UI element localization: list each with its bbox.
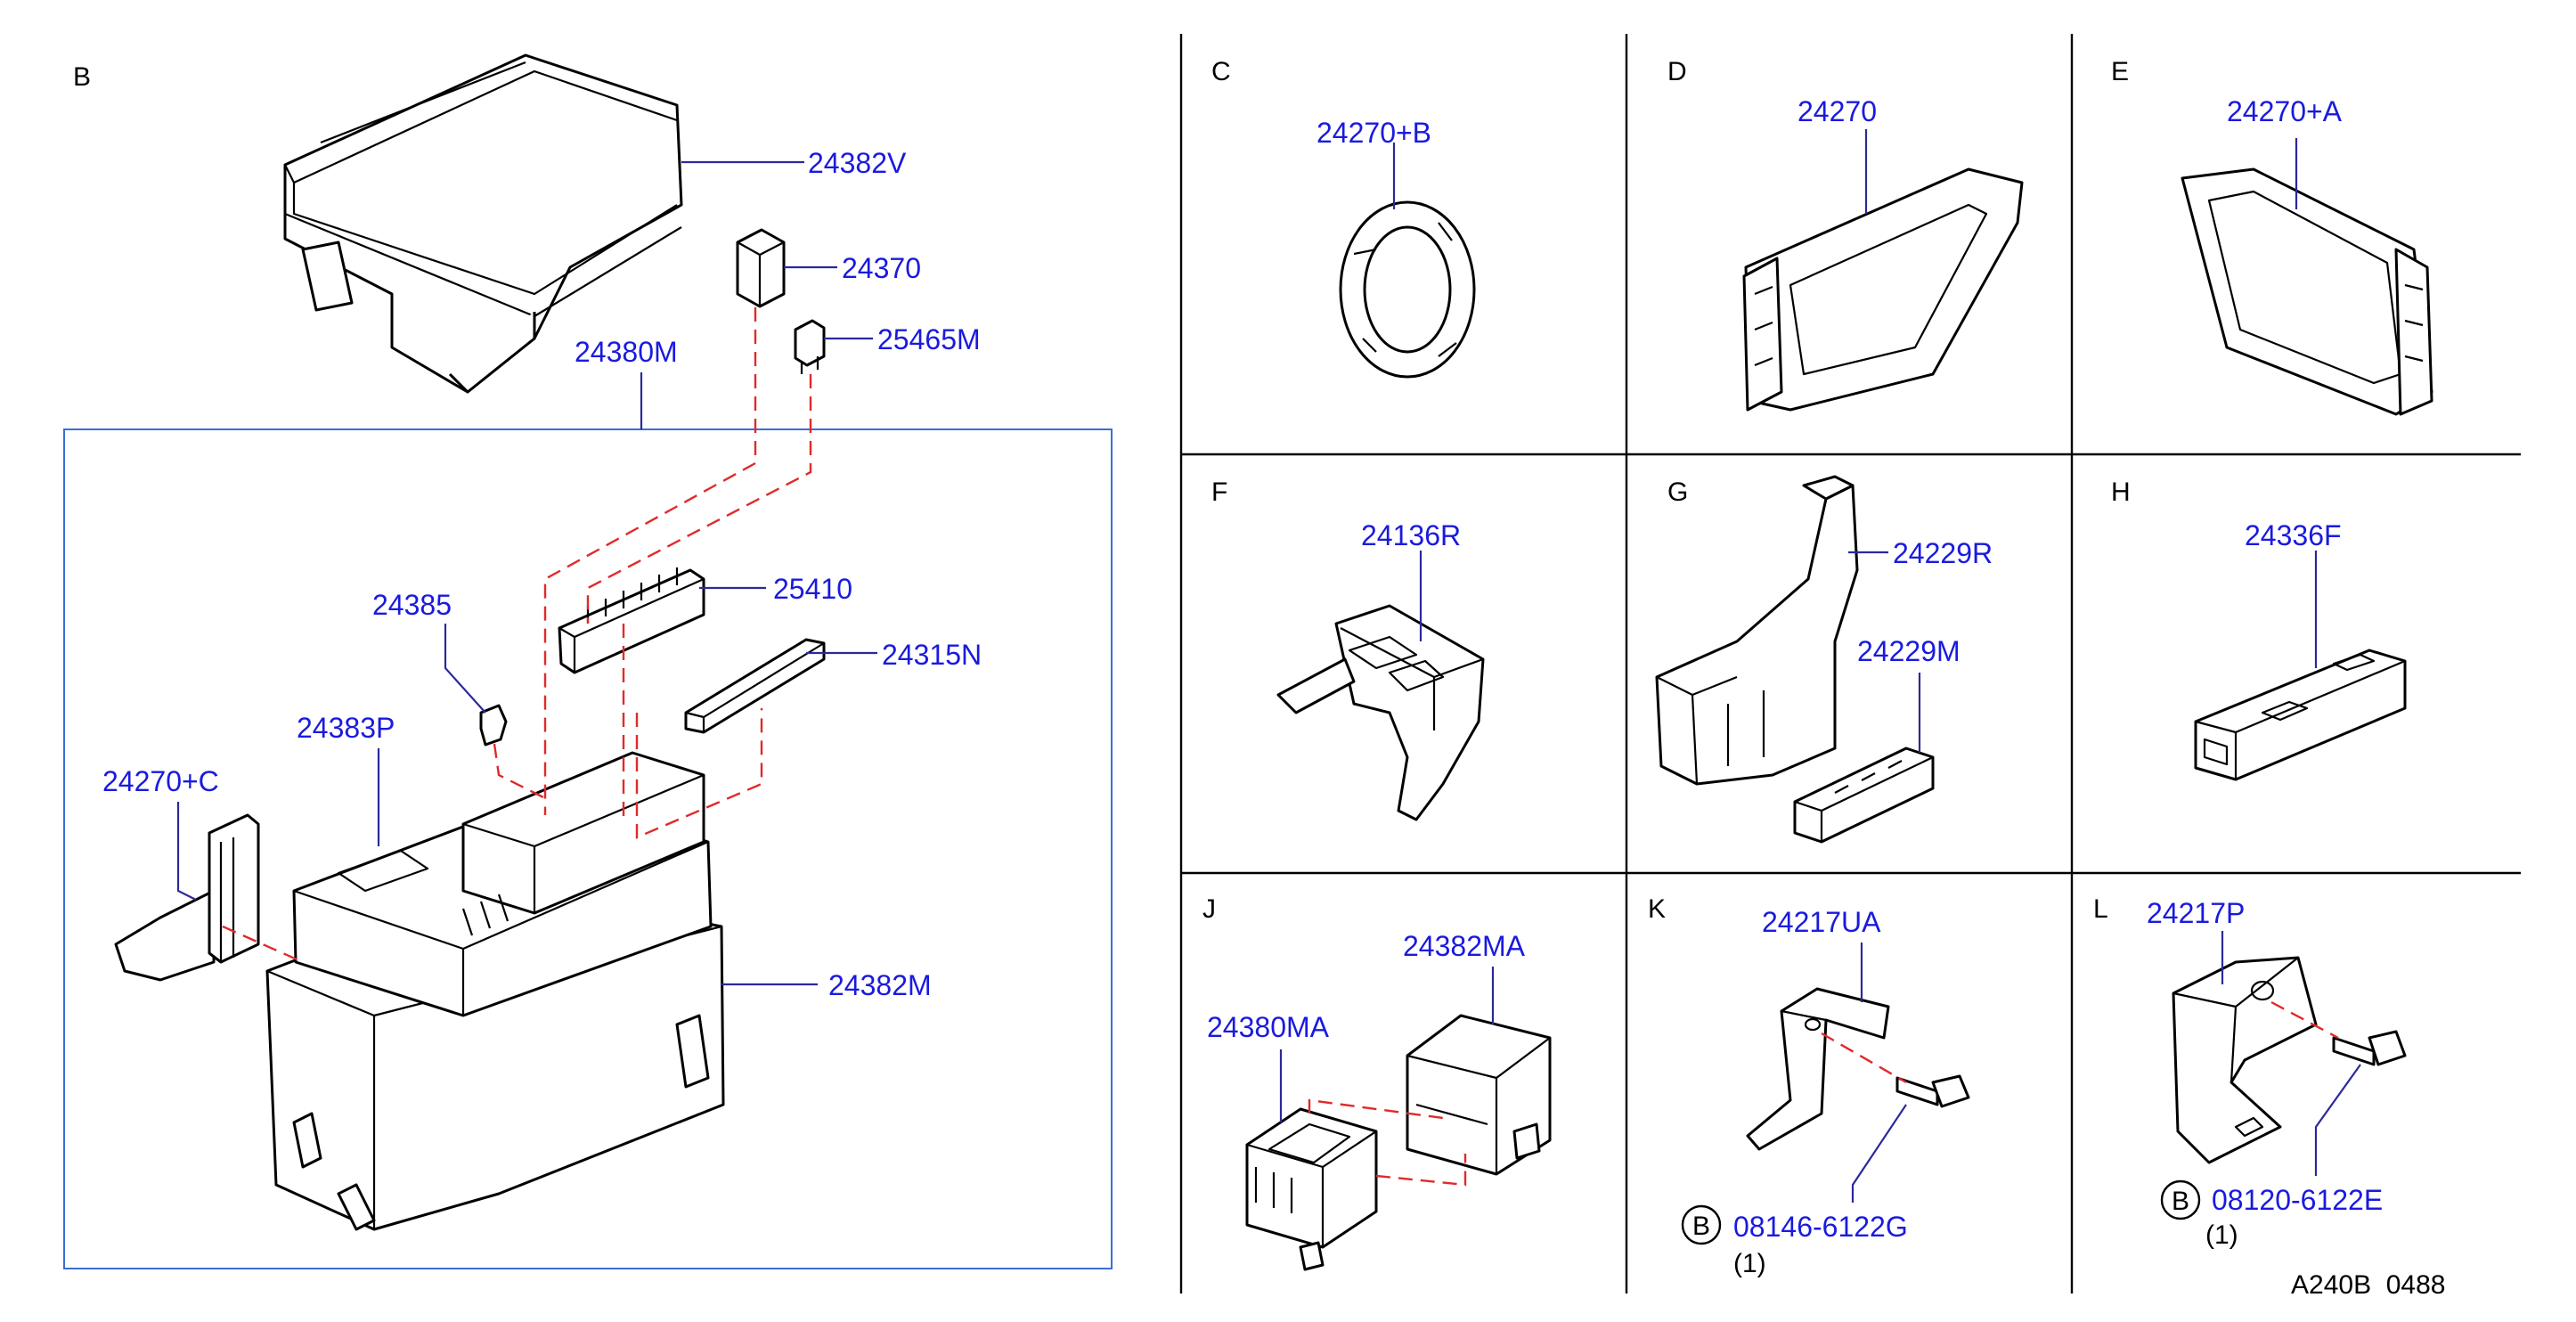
quantity-k: (1) [1733, 1249, 1766, 1278]
part-label-25410: 25410 [773, 573, 852, 605]
part-label-24217UA: 24217UA [1762, 906, 1881, 938]
relay-24370-drawing [736, 228, 786, 308]
part-label-08120: 08120-6122E [2212, 1184, 2383, 1216]
part-label-24382V: 24382V [808, 147, 907, 179]
main-fuse-box-drawing [265, 751, 725, 1231]
bolt-08146-drawing [1895, 1074, 1970, 1108]
relay-24382MA-drawing [1406, 1014, 1552, 1176]
fuse-block-25410-drawing [558, 567, 705, 674]
dash-line-k [1821, 1032, 1907, 1084]
grommet-24270B-drawing [1339, 200, 1476, 379]
part-label-24136R: 24136R [1361, 519, 1461, 551]
relay-socket-24380MA-drawing [1245, 1107, 1378, 1271]
fuse-25465M-drawing [794, 319, 826, 374]
leader-lines-j [1279, 967, 1495, 1122]
dash-lines-j [1308, 1098, 1467, 1187]
bracket-24136R-drawing [1276, 604, 1485, 821]
grommet-24270-drawing [1742, 167, 2024, 412]
part-label-24217P: 24217P [2147, 897, 2245, 929]
part-label-24336F: 24336F [2245, 519, 2342, 551]
part-label-24315N: 24315N [882, 639, 982, 671]
part-label-24229M: 24229M [1857, 635, 1961, 667]
part-label-24270: 24270 [1797, 95, 1877, 127]
part-label-24370: 24370 [842, 252, 921, 284]
part-label-24229R: 24229R [1893, 537, 1993, 569]
leader-lines-b [176, 160, 877, 986]
bolt-marker-circle-k [1681, 1204, 1722, 1245]
section-letter-b: B [73, 62, 91, 92]
part-label-25465M: 25465M [877, 323, 981, 355]
bolt-marker-circle-l [2160, 1179, 2201, 1220]
fuse-strip-24315N-drawing [684, 638, 826, 734]
grommet-24270C-drawing [114, 813, 260, 982]
part-label-24380M: 24380M [575, 336, 678, 368]
part-label-08146: 08146-6122G [1733, 1211, 1908, 1243]
part-label-24385: 24385 [372, 589, 452, 621]
part-label-24270B: 24270+B [1317, 117, 1431, 149]
part-label-24383P: 24383P [297, 712, 395, 744]
leader-lines-k [1851, 943, 1907, 1203]
bracket-24217P-drawing [2172, 956, 2318, 1164]
part-label-24382MA: 24382MA [1403, 930, 1526, 962]
grommet-24270A-drawing [2181, 167, 2433, 416]
bolt-08120-drawing [2332, 1030, 2407, 1066]
section-letter-d: D [1667, 57, 1687, 86]
bolt-marker-letter-k: B [1692, 1212, 1710, 1241]
bracket-24217UA-drawing [1746, 987, 1890, 1151]
section-letter-h: H [2111, 477, 2131, 507]
section-grid [1179, 34, 2521, 1293]
connector-24229M-drawing [1793, 747, 1935, 844]
section-letter-g: G [1667, 477, 1688, 507]
dash-line-l [2270, 1000, 2339, 1040]
quantity-l: (1) [2205, 1220, 2238, 1250]
part-label-24380MA: 24380MA [1207, 1011, 1330, 1043]
bracket-24229R-drawing [1655, 475, 1859, 786]
fuse-box-cover-drawing [283, 53, 683, 394]
section-letter-c: C [1211, 57, 1231, 86]
leader-lines-l [2221, 931, 2361, 1176]
drawing-code: A240B 0488 [2291, 1270, 2445, 1300]
section-letter-e: E [2111, 57, 2129, 86]
clip-24385-drawing [479, 704, 508, 747]
part-label-24270C: 24270+C [102, 765, 219, 797]
section-letter-l: L [2093, 894, 2108, 924]
section-letter-f: F [1211, 477, 1227, 507]
leader-lines-g [1848, 551, 1921, 753]
assembly-frame-24380M [63, 428, 1113, 1269]
connector-24336F-drawing [2194, 649, 2407, 781]
bolt-marker-letter-l: B [2172, 1187, 2189, 1216]
section-letter-j: J [1202, 894, 1216, 924]
part-label-24270A: 24270+A [2227, 95, 2343, 127]
part-label-24382M: 24382M [828, 969, 932, 1001]
assembly-dash-lines [222, 307, 812, 964]
section-letter-k: K [1648, 894, 1666, 924]
